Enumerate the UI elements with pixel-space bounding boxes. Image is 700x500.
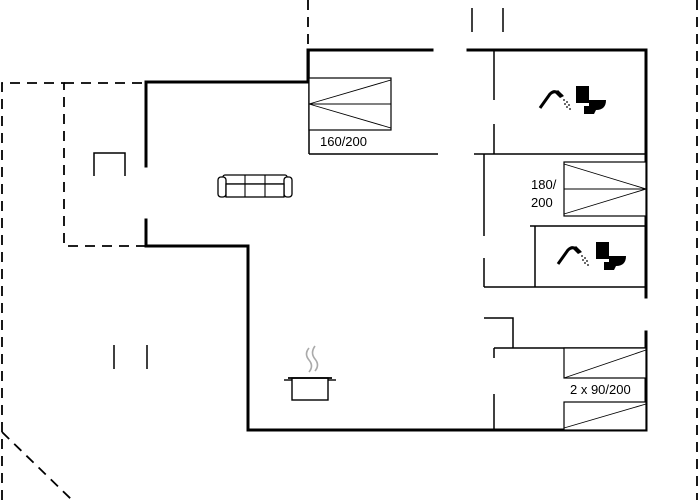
bed-blanket-line-b (563, 403, 647, 429)
wall-left-upper (144, 48, 434, 168)
bathroom-bottom (556, 242, 626, 270)
bed-bottom-size-label: 2 x 90/200 (570, 382, 631, 397)
bed-blanket-line-a (563, 349, 647, 379)
toilet-icon (576, 86, 606, 114)
terrace-dashed-left (1, 82, 146, 500)
terrace-dashed-diagonal (1, 431, 73, 500)
wall-left-lower (144, 218, 648, 432)
shower-icon (538, 90, 571, 110)
cooking-pot-icon (284, 345, 336, 401)
bed-blanket-lines (308, 79, 392, 129)
bed-top-size-label: 160/200 (320, 134, 367, 149)
bed-right-size-label-line1: 180/ (531, 177, 557, 192)
shower-icon (556, 246, 589, 266)
bed-blanket-lines (563, 163, 648, 215)
sofa-icon (217, 174, 293, 198)
bed-top: 160/200 (308, 77, 392, 149)
bed-bottom: 2 x 90/200 (563, 347, 647, 431)
bathroom-top (538, 86, 606, 114)
wall-bed3-nook (484, 317, 514, 348)
bed-right-size-label-line2: 200 (531, 195, 553, 210)
bed-right: 180/ 200 (531, 161, 648, 217)
toilet-icon (596, 242, 626, 270)
outdoor-fixture-icon (93, 152, 126, 176)
outdoor-marks (93, 8, 504, 369)
